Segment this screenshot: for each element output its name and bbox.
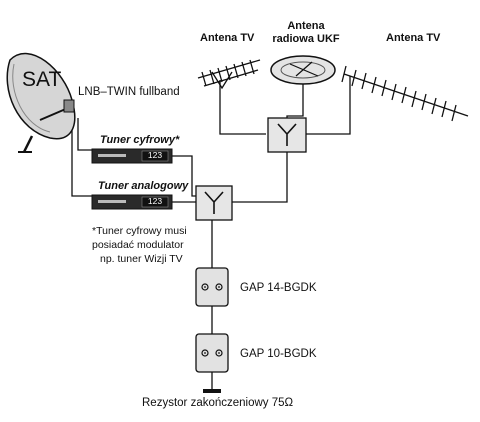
outlet-gap14-box	[195, 267, 229, 307]
antenna-ukf-label-line2: radiowa UKF	[272, 33, 340, 45]
socket-tv-icon	[201, 283, 209, 291]
cable-ukf-to-combiner	[286, 88, 304, 118]
combiner-upper	[267, 117, 307, 153]
socket-radio-icon	[215, 283, 223, 291]
terminator-resistor	[203, 389, 221, 393]
cable-tvleft-to-combiner	[219, 92, 266, 135]
ukf-radio-antenna-icon	[270, 55, 336, 88]
antenna-ukf-label-line1: Antena	[287, 20, 325, 32]
socket-tv-icon	[201, 349, 209, 357]
cable-lnb-analog-tuner	[71, 120, 92, 197]
tuner-analog-display: 123	[147, 196, 163, 206]
cable-tvright-to-combiner	[306, 86, 351, 135]
note-line3: np. tuner Wizji TV	[100, 253, 183, 265]
cable-lines	[71, 86, 351, 390]
tuner-analog-label: Tuner analogowy	[98, 180, 189, 192]
tuner-digital-label: Tuner cyfrowy*	[100, 134, 180, 146]
tv-antenna-right-icon	[341, 65, 469, 122]
cable-upper-to-lower-combiner	[232, 152, 288, 203]
socket-radio-icon	[215, 349, 223, 357]
outlet-gap10-box	[195, 333, 229, 373]
outlet2-label: GAP 10-BGDK	[240, 348, 317, 360]
lnb-icon	[63, 99, 75, 113]
note-line1: *Tuner cyfrowy musi	[92, 225, 187, 237]
tuner-digital-box	[91, 148, 173, 164]
satellite-dish-icon	[6, 52, 76, 153]
outlet1-label: GAP 14-BGDK	[240, 282, 317, 294]
combiner-y-icon	[277, 123, 297, 146]
cable-digital-to-combiner	[172, 155, 196, 197]
note-line2: posiadać modulator	[92, 239, 184, 251]
tuner-digital-display: 123	[147, 150, 163, 160]
terminator-label: Rezystor zakończeniowy 75Ω	[142, 397, 294, 409]
tv-antenna-left-icon	[197, 59, 261, 92]
cable-lnb-digital-tuner	[77, 118, 92, 151]
combiner-y-icon	[204, 191, 224, 214]
combiner-lower	[195, 185, 233, 221]
antenna-tv-right-label: Antena TV	[386, 32, 441, 44]
lnb-label: LNB–TWIN fullband	[78, 86, 180, 98]
antenna-tv-left-label: Antena TV	[200, 32, 255, 44]
sat-label: SAT	[22, 68, 62, 91]
tuner-analog-box	[91, 194, 173, 210]
